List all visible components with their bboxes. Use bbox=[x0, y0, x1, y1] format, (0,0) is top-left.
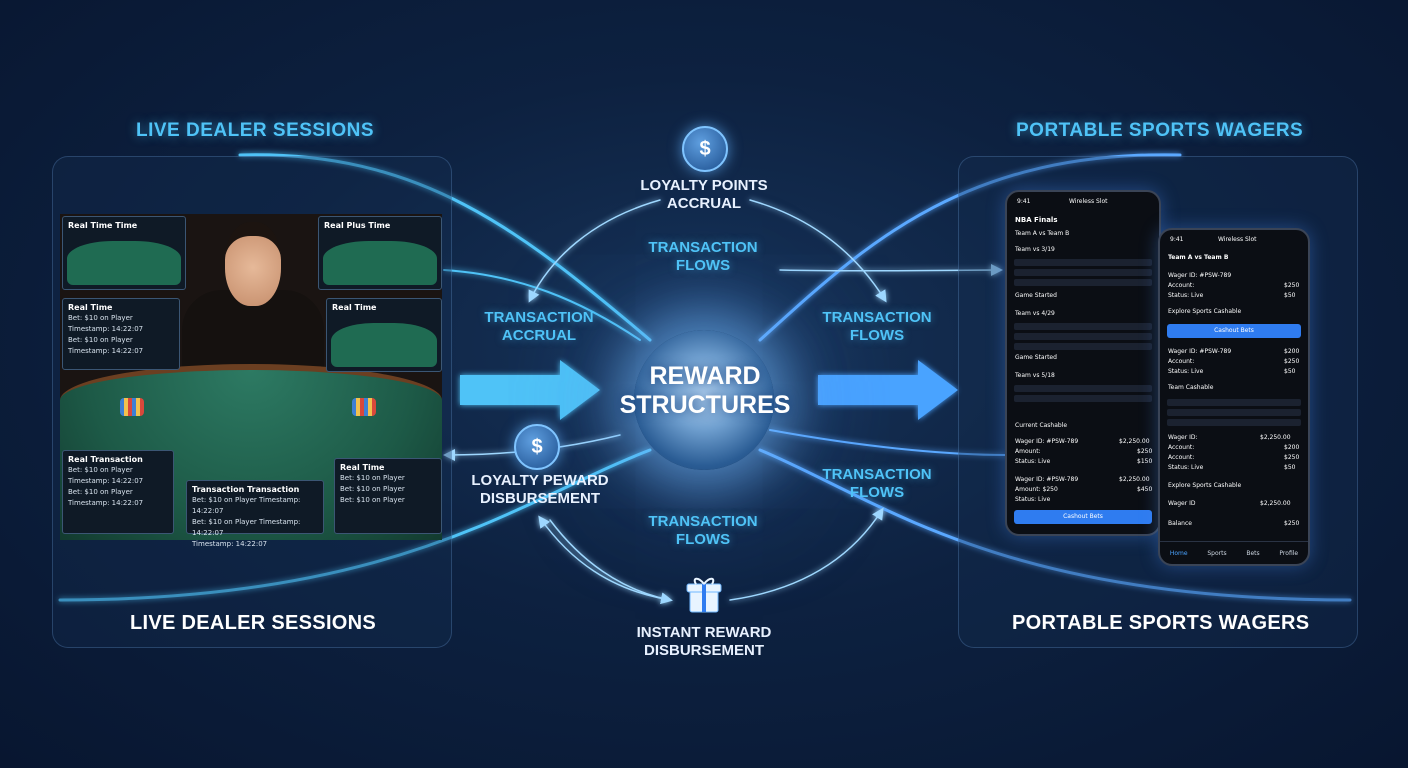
nav-profile[interactable]: Profile bbox=[1279, 549, 1299, 557]
arrow-bottom-left-b bbox=[549, 519, 673, 605]
heading-live-dealer-top: LIVE DEALER SESSIONS bbox=[136, 120, 375, 141]
arrow-bottom-left bbox=[538, 515, 671, 601]
real-time-card-3: Real Time bbox=[326, 298, 442, 372]
cashout-button[interactable]: Cashout Bets bbox=[1167, 324, 1301, 338]
real-time-log-2: Real Time Bet: $10 on Player Bet: $10 on… bbox=[334, 458, 442, 534]
cashout-button[interactable]: Cashout Bets bbox=[1014, 510, 1152, 524]
arrow-top-right-node bbox=[749, 199, 887, 303]
flow-curve-bottom-right bbox=[758, 448, 1352, 602]
real-transaction-log: Real Transaction Bet: $10 on Player Time… bbox=[62, 450, 174, 534]
dollar-coin-icon: $ bbox=[682, 126, 728, 172]
transaction-log: Transaction Transaction Bet: $10 on Play… bbox=[186, 480, 324, 548]
loyalty-reward-disbursement-label: LOYALTY PEWARD DISBURSEMENT bbox=[471, 472, 609, 507]
gift-icon bbox=[686, 577, 722, 613]
big-arrow-right bbox=[818, 360, 958, 420]
heading-sports-wagers-bottom: PORTABLE SPORTS WAGERS bbox=[1012, 612, 1310, 634]
phone-sports-app-1: 9:41 Wireless Slot NBA Finals Team A vs … bbox=[1005, 190, 1161, 536]
nav-sports[interactable]: Sports bbox=[1207, 549, 1227, 557]
flow-curve-top-right bbox=[758, 153, 1182, 342]
arrow-to-phone bbox=[779, 264, 1003, 277]
real-time-card-2: Real Plus Time bbox=[318, 216, 442, 290]
nav-bets[interactable]: Bets bbox=[1246, 549, 1260, 557]
real-time-log-1: Real Time Bet: $10 on Player Timestamp: … bbox=[62, 298, 180, 370]
reward-hub-orb bbox=[634, 330, 774, 470]
arrow-bottom-right bbox=[729, 507, 884, 601]
dealer-avatar bbox=[225, 222, 281, 306]
heading-sports-wagers-top: PORTABLE SPORTS WAGERS bbox=[1016, 120, 1304, 141]
instant-reward-disbursement-label: INSTANT REWARD DISBURSEMENT bbox=[636, 624, 772, 659]
dollar-coin-icon: $ bbox=[514, 424, 560, 470]
real-time-card-1: Real Time Time bbox=[62, 216, 186, 290]
flow-curve-right-mid bbox=[769, 429, 1006, 456]
flow-curve-left-mid bbox=[443, 269, 641, 341]
flow-curve-top-left bbox=[238, 153, 652, 342]
arrow-top-left-node bbox=[528, 199, 661, 303]
reward-hub-label: REWARD STRUCTURES bbox=[619, 362, 791, 419]
big-arrow-left bbox=[460, 360, 600, 420]
chip-stack bbox=[352, 398, 376, 416]
matchup-label: Team A vs Team B bbox=[1015, 230, 1070, 237]
match-title: NBA Finals bbox=[1015, 216, 1058, 224]
nav-home[interactable]: Home bbox=[1169, 549, 1188, 557]
chip-stack bbox=[120, 398, 144, 416]
phone-sports-app-2: 9:41 Wireless Slot Team A vs Team B Wage… bbox=[1158, 228, 1310, 566]
heading-live-dealer-bottom: LIVE DEALER SESSIONS bbox=[130, 612, 377, 634]
loyalty-points-accrual-label: LOYALTY POINTS ACCRUAL bbox=[640, 177, 768, 212]
flow-curve-bottom-left bbox=[58, 448, 652, 602]
matchup-label: Team A vs Team B bbox=[1168, 254, 1229, 261]
